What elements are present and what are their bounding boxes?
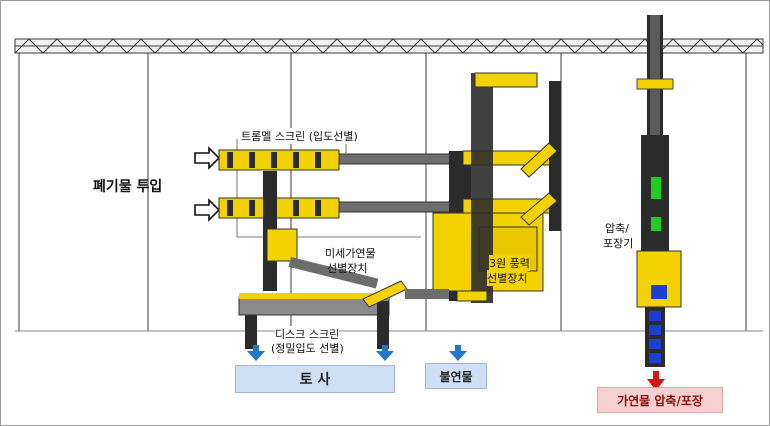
fine-sorter-label-1: 미세가연물: [325, 247, 376, 260]
input-arrows: [194, 146, 221, 222]
lift-conveyor: [636, 15, 674, 135]
disc-screen-assembly: [238, 171, 449, 349]
wind-sorter-label-1: 3원 풍력: [489, 255, 530, 271]
disc-screen-label-1: 디스크 스크린: [275, 326, 340, 342]
comb-output-label: 가연물 압축/포장: [617, 393, 703, 408]
disc-screen-label-2: (정밀입도 선별): [271, 340, 344, 356]
comb-output-box: 가연물 압축/포장: [597, 387, 723, 413]
soil-output-label: 토 사: [299, 372, 331, 388]
soil-output-box: 토 사: [235, 365, 395, 393]
wind-sorter-label-2: 선별장치: [487, 270, 528, 286]
waste-input-label: 폐기물 투입: [93, 179, 163, 195]
noncomb-output-label: 불연물: [439, 369, 473, 384]
noncomb-output-box: 불연물: [425, 363, 487, 389]
press-baler: [636, 135, 682, 367]
output-arrows: [247, 345, 665, 391]
roof-truss: [14, 38, 764, 332]
feed-conveyors: [338, 153, 460, 213]
press-label-2: 포장기: [603, 237, 634, 250]
fine-sorter-label-2: 선별장치: [327, 262, 368, 275]
press-label-1: 압축/: [605, 222, 629, 235]
trommel-label: 트롬멜 스크린 (입도선별): [241, 128, 358, 144]
